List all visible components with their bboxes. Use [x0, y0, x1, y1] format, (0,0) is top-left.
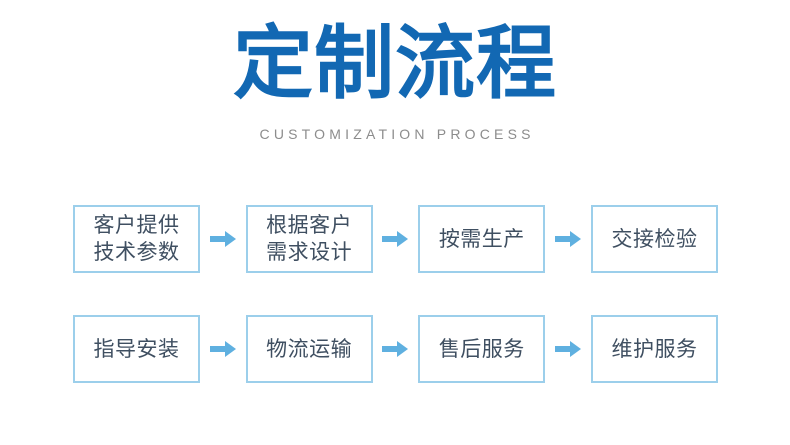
- step-box-7[interactable]: 售后服务: [418, 315, 546, 383]
- step-label-line: 按需生产: [438, 227, 525, 251]
- page-title: 定制流程: [233, 19, 557, 108]
- arrow-right-icon: [209, 231, 236, 247]
- step-label-line: 需求设计: [266, 241, 353, 264]
- step-label-line: 交接检验: [611, 227, 698, 251]
- step-label-line: 客户提供: [93, 214, 180, 237]
- arrow-right-icon: [382, 341, 409, 357]
- step-box-6[interactable]: 物流运输: [245, 315, 373, 383]
- step-label-line: 技术参数: [93, 241, 180, 264]
- step-label-line: 物流运输: [266, 337, 353, 361]
- step-box-3[interactable]: 按需生产: [418, 205, 546, 273]
- page-subtitle: CUSTOMIZATION PROCESS: [259, 126, 535, 142]
- header: 定制流程 CUSTOMIZATION PROCESS: [0, 0, 790, 142]
- step-label-line: 根据客户: [266, 214, 353, 237]
- step-box-1[interactable]: 客户提供 技术参数: [73, 205, 200, 273]
- arrow-right-icon: [382, 231, 409, 247]
- arrow-right-icon: [555, 341, 582, 357]
- arrow-right-icon: [555, 231, 582, 247]
- step-label-line: 维护服务: [611, 337, 698, 361]
- step-label-line: 售后服务: [438, 337, 525, 361]
- step-label-line: 指导安装: [93, 337, 180, 361]
- step-box-4[interactable]: 交接检验: [590, 205, 718, 273]
- arrow-right-icon: [209, 341, 236, 357]
- step-box-5[interactable]: 指导安装: [73, 315, 200, 383]
- flow-row-2: 指导安装 物流运输 售后服务 维护服务: [73, 315, 718, 383]
- step-box-8[interactable]: 维护服务: [590, 315, 718, 383]
- flow-row-1: 客户提供 技术参数 根据客户 需求设计 按需生产 交接检验: [73, 205, 718, 273]
- step-box-2[interactable]: 根据客户 需求设计: [245, 205, 373, 273]
